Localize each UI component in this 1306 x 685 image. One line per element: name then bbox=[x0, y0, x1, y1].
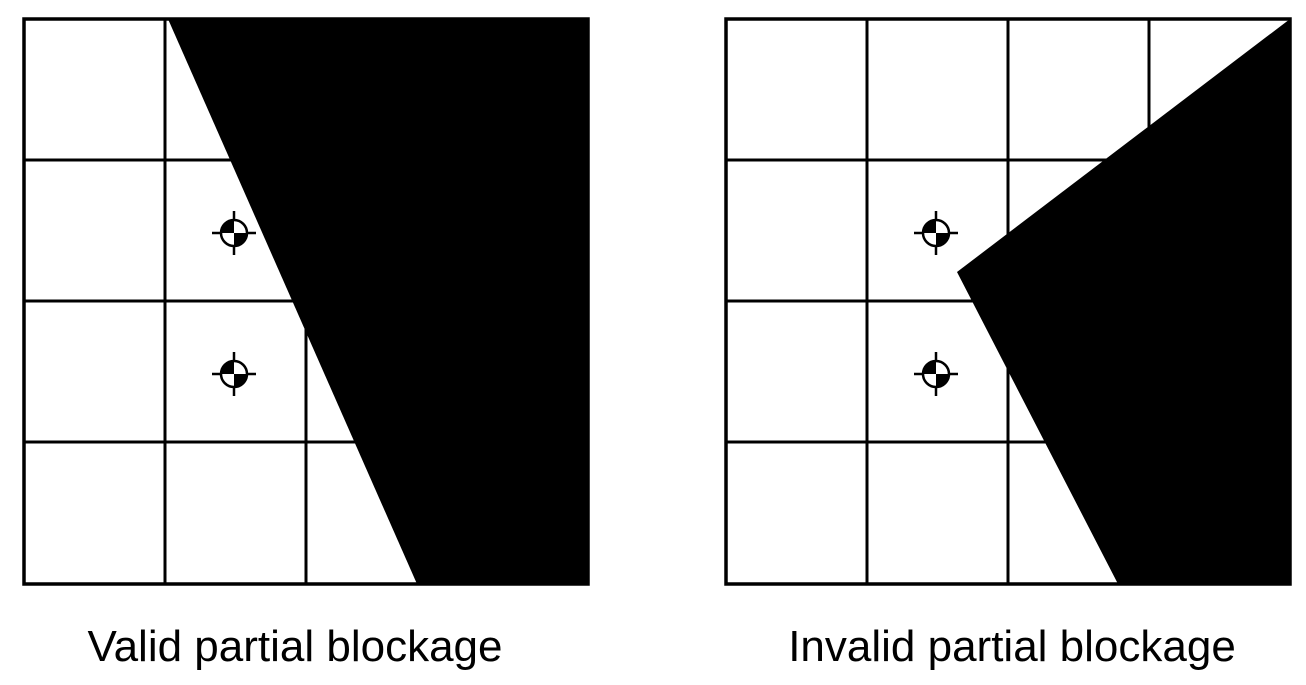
crosshair-target-icon bbox=[914, 352, 958, 396]
valid-caption: Valid partial blockage bbox=[87, 622, 503, 671]
blockage-shape bbox=[168, 19, 588, 584]
crosshair-target-icon bbox=[212, 352, 256, 396]
valid-blockage-diagram bbox=[22, 17, 590, 586]
crosshair-target-icon bbox=[914, 211, 958, 255]
blockage-shape bbox=[957, 19, 1290, 584]
crosshair-target-icon bbox=[212, 211, 256, 255]
invalid-blockage-diagram bbox=[724, 17, 1292, 586]
invalid-caption: Invalid partial blockage bbox=[788, 622, 1236, 671]
